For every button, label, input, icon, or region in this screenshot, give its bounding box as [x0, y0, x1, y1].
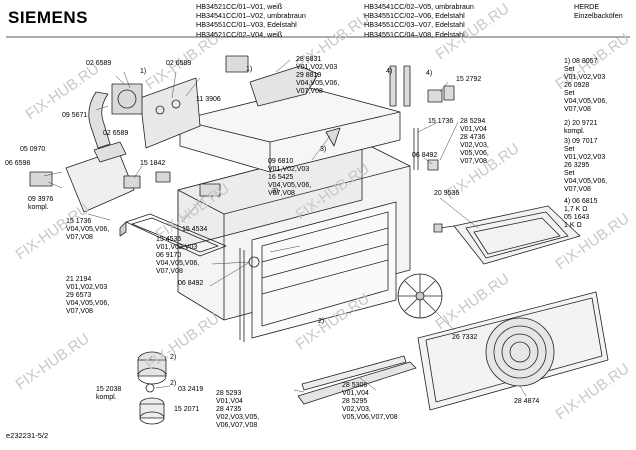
rear-panel-drawing: [417, 291, 609, 411]
part-label: 15 2071: [174, 406, 200, 413]
duct-pipe-drawing: [88, 91, 111, 149]
legend-entry: 1) 08 8057 Set V01,V02,V03 26 0928 Set V…: [564, 58, 608, 113]
category-line-1: HERDE: [574, 2, 600, 11]
part-label: 09 3976 kompl.: [28, 196, 54, 211]
small-parts-drawing: [199, 65, 455, 268]
part-label: 02 6589: [86, 60, 112, 67]
heating-element-drawing: [119, 213, 227, 257]
part-label: 20 9536: [434, 190, 460, 197]
part-label: 26 7332: [452, 334, 478, 341]
model-line: HB34551CC/04–V08, Edelstahl: [364, 29, 465, 39]
watermark-text: FIX-HUB.RU: [143, 310, 223, 373]
legend-entry: 4) 06 6815 1,7 K Ω 05 1643 1 K Ω: [564, 198, 598, 229]
model-list-right: HB34541CC/02–V05, umbrabraun HB34551CC/0…: [364, 2, 474, 39]
part-label: 02 6589: [166, 60, 192, 67]
bottom-rail-drawing: [297, 361, 417, 405]
part-label: 28 5293 V01,V04 28 4735 V02,V03,V05, V06…: [216, 390, 260, 429]
part-label: 09 6810 V01,V02,V03 16 5425 V04,V05,V06,…: [268, 158, 312, 197]
model-line: HB34541CC/02–V05, umbrabraun: [364, 2, 474, 11]
part-label: 02 6589: [103, 130, 129, 137]
model-line: HB34551CC/01–V03, Edelstahl: [196, 20, 297, 30]
oven-body-drawing: [177, 141, 411, 342]
grill-element-drawing: [433, 205, 581, 265]
callout-marker: 4): [386, 68, 393, 75]
part-label: 28 5306 V01,V04 28 5295 V02,V03, V05,V06…: [342, 382, 398, 421]
part-label: 28 9831 V01,V02,V03 29 8819 V04,V05,V06,…: [296, 56, 340, 95]
callout-marker: 2): [170, 380, 177, 387]
top-cover-drawing: [179, 55, 401, 173]
part-label: 06 6598: [5, 160, 31, 167]
knob-drawing: [137, 351, 167, 425]
callout-marker: 2): [318, 318, 325, 325]
callout-marker: 2): [170, 354, 177, 361]
part-label: 28 5294 V01,V04 28 4736 V02,V03, V05,V06…: [460, 118, 489, 165]
model-list-left: HB34521CC/01–V01, weiß HB34541CC/01–V02,…: [196, 2, 306, 39]
part-label: 15 2792: [456, 76, 482, 83]
brand-logo: SIEMENS: [8, 8, 89, 27]
diagram-id: e232231-5/2: [6, 431, 49, 440]
part-label: 15 2038 kompl.: [96, 386, 122, 401]
watermark-text: FIX-HUB.RU: [13, 330, 93, 393]
model-line: HB34551CC/03–V07, Edelstahl: [364, 20, 465, 30]
model-line: HB34541CC/01–V02, umbrabraun: [196, 11, 306, 21]
part-label: 09 5671: [62, 112, 88, 119]
legend-entry: 3) 09 7017 Set V01,V02,V03 26 3295 Set V…: [564, 138, 608, 193]
part-label: 21 2194 V01,V02,V03 29 6573 V04,V05,V06,…: [66, 276, 110, 315]
part-label: 15 1842: [140, 160, 166, 167]
part-label: 15 1736 V04,V05,V06, V07,V08: [66, 218, 110, 241]
category-line-2: Einzelbacköfen: [574, 11, 623, 21]
part-label: 06 8492: [178, 280, 204, 287]
leader-lines: [43, 59, 527, 397]
part-label: 15 4534: [182, 226, 208, 233]
part-label: 28 4874: [514, 398, 540, 405]
side-panel-drawing: [29, 77, 201, 213]
model-line: HB34551CC/02–V06, Edelstahl: [364, 11, 465, 21]
part-label: 11 3906: [196, 96, 221, 103]
callout-marker: 1): [140, 68, 147, 75]
callout-marker: 3): [320, 146, 327, 153]
model-line: HB34521CC/02–V04, weiß: [196, 29, 283, 39]
category-label: HERDE Einzelbacköfen: [574, 2, 623, 20]
legend-entry: 2) 20 9721 kompl.: [564, 120, 598, 135]
part-label: 03 2419: [178, 386, 204, 393]
part-label: 15 4535 V01,V02,V03 06 9170 V04,V05,V06,…: [156, 236, 200, 275]
part-label: 06 8492: [412, 152, 438, 159]
callout-marker: 4): [426, 70, 433, 77]
callout-marker: 3): [272, 188, 279, 195]
part-label: 05 0970: [20, 146, 46, 153]
callout-marker: 1): [246, 66, 253, 73]
model-line: HB34521CC/01–V01, weiß: [196, 2, 283, 11]
part-label: 15 1736: [428, 118, 454, 125]
